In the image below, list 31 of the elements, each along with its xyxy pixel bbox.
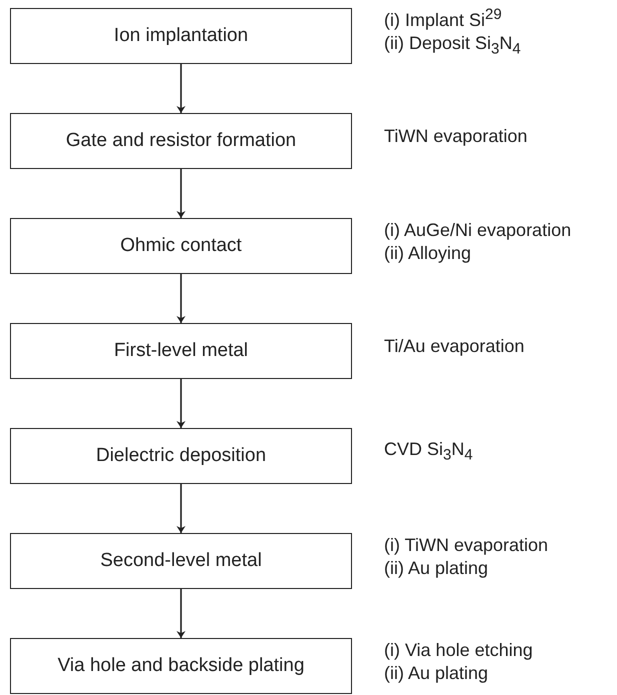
step-label: Dielectric deposition bbox=[96, 445, 266, 467]
step-label: Gate and resistor formation bbox=[66, 130, 296, 152]
step-label: Via hole and backside plating bbox=[58, 655, 304, 677]
step-note: Ti/Au evaporation bbox=[384, 335, 526, 358]
arrow bbox=[178, 484, 184, 533]
step-label: Ohmic contact bbox=[120, 235, 242, 257]
step-note: (ii) Deposit Si$_{3}$N$_{4}$ bbox=[384, 32, 522, 60]
arrow bbox=[178, 64, 184, 113]
process-box bbox=[10, 218, 352, 274]
step-note: (i) Implant Si$^{29}$ bbox=[384, 4, 503, 32]
step-label: Ion implantation bbox=[114, 25, 248, 47]
step-note: (i) Via hole etching bbox=[384, 638, 534, 662]
step-note: (ii) Alloying bbox=[384, 242, 472, 265]
process-box bbox=[10, 638, 352, 694]
process-box bbox=[10, 533, 352, 589]
process-box bbox=[10, 323, 352, 379]
step-label: Second-level metal bbox=[100, 550, 262, 572]
arrow bbox=[178, 589, 184, 638]
step-note: (ii) Au plating bbox=[384, 662, 490, 685]
step-note: (i) TiWN evaporation bbox=[384, 534, 550, 557]
arrow bbox=[178, 169, 184, 218]
process-box bbox=[10, 428, 352, 484]
step-note: TiWN evaporation bbox=[384, 125, 528, 148]
arrow bbox=[178, 379, 184, 428]
step-note: CVD Si$_{3}$N$_{4}$ bbox=[384, 438, 474, 466]
process-box bbox=[10, 113, 352, 169]
arrow bbox=[178, 274, 184, 323]
step-note: (ii) Au plating bbox=[384, 557, 490, 580]
step-note: (i) AuGe/Ni evaporation bbox=[384, 218, 572, 242]
process-box bbox=[10, 8, 352, 64]
step-label: First-level metal bbox=[114, 340, 248, 362]
